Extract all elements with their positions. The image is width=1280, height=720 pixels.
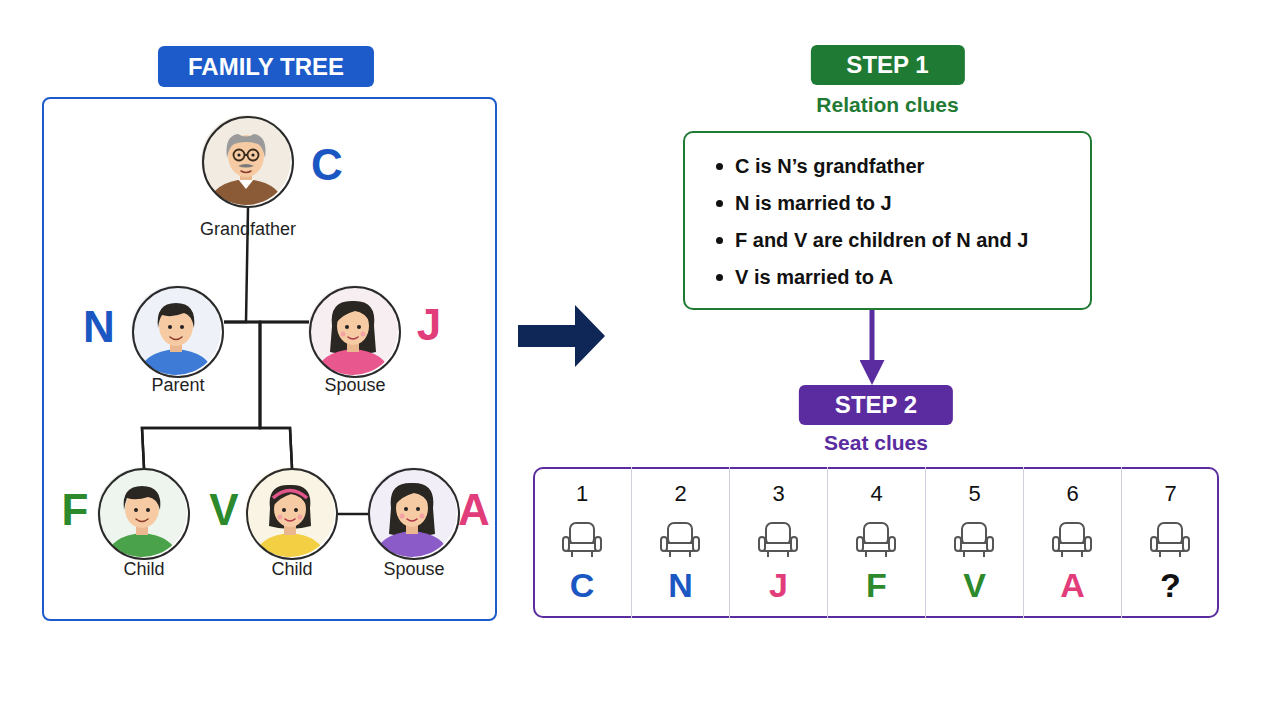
person-letter: C bbox=[311, 140, 343, 190]
person-circle: NParent bbox=[132, 286, 224, 378]
role-label: Child bbox=[123, 558, 164, 580]
seat-cell: 1C bbox=[533, 467, 631, 618]
role-label: Grandfather bbox=[200, 218, 296, 240]
circle-outline bbox=[310, 287, 400, 377]
person-letter: V bbox=[209, 485, 238, 535]
step-badge: STEP 1 bbox=[810, 45, 964, 85]
person-circle: ASpouse bbox=[368, 468, 460, 560]
clue-text: F and V are children of N and J bbox=[715, 222, 1028, 259]
panel-heading: FAMILY TREE bbox=[158, 46, 374, 87]
clue-box: STEP 2Seat clues1C2N3J4F5V6A7? bbox=[533, 385, 1219, 618]
clue-text: V is married to A bbox=[715, 259, 893, 296]
step-subtitle: Seat clues bbox=[824, 430, 928, 456]
role-label: Parent bbox=[151, 374, 204, 396]
seat-letter: ? bbox=[1160, 565, 1181, 605]
clue-box: STEP 1 Relation clues C is N’s grandfather… bbox=[683, 45, 1092, 310]
clue-text: C is N’s grandfather bbox=[715, 148, 924, 185]
seat-number: 4 bbox=[870, 481, 882, 507]
seat-number: 1 bbox=[576, 481, 588, 507]
clue-list: C is N’s grandfatherN is married to JF a… bbox=[685, 133, 1090, 296]
circle-outline bbox=[247, 469, 337, 559]
role-label: Spouse bbox=[324, 374, 385, 396]
seat-letter: V bbox=[963, 565, 986, 605]
family-line bbox=[142, 322, 309, 468]
person-letter: A bbox=[458, 485, 490, 535]
person-circle: CGrandfather bbox=[202, 116, 294, 208]
seat-number: 6 bbox=[1066, 481, 1078, 507]
circle-outline bbox=[246, 468, 338, 560]
seat-letter: N bbox=[668, 565, 693, 605]
person-letter: N bbox=[83, 302, 115, 352]
step-badge: STEP 2 bbox=[799, 385, 953, 425]
circle-outline bbox=[133, 287, 223, 377]
circle-outline bbox=[368, 468, 460, 560]
flow-arrow bbox=[518, 305, 605, 367]
clue-box-outline: C is N’s grandfatherN is married to JF a… bbox=[683, 131, 1092, 310]
flow-arrow bbox=[870, 310, 875, 377]
seat-icons bbox=[563, 523, 1189, 557]
circle-outline bbox=[369, 469, 459, 559]
family-line bbox=[224, 322, 292, 468]
role-label: Child bbox=[271, 558, 312, 580]
role-label: Spouse bbox=[383, 558, 444, 580]
person-circle: VChild bbox=[246, 468, 338, 560]
seat-cell: 7? bbox=[1121, 467, 1219, 618]
family-tree-panel: FAMILY TREECGrandfatherNParentJSpouseFCh… bbox=[42, 97, 497, 621]
circle-outline bbox=[203, 117, 293, 207]
seat-cell: 6A bbox=[1023, 467, 1121, 618]
seat-cell: 3J bbox=[729, 467, 827, 618]
family-line bbox=[338, 513, 368, 516]
circle-outline bbox=[202, 116, 294, 208]
seat-letter: A bbox=[1060, 565, 1085, 605]
seat-letter: J bbox=[769, 565, 788, 605]
family-line bbox=[260, 322, 309, 468]
clue-text: N is married to J bbox=[715, 185, 892, 222]
seat-number: 2 bbox=[674, 481, 686, 507]
seat-letter: F bbox=[866, 565, 887, 605]
seat-cell: 2N bbox=[631, 467, 729, 618]
seat-number: 3 bbox=[772, 481, 784, 507]
circle-outline bbox=[309, 286, 401, 378]
person-letter: J bbox=[417, 300, 441, 350]
family-line bbox=[142, 322, 260, 468]
seat-number: 7 bbox=[1164, 481, 1176, 507]
circle-outline bbox=[98, 468, 190, 560]
circle-outline bbox=[132, 286, 224, 378]
seat-cell: 4F bbox=[827, 467, 925, 618]
seat-cell: 5V bbox=[925, 467, 1023, 618]
step-subtitle: Relation clues bbox=[816, 92, 958, 118]
seat-letter: C bbox=[570, 565, 595, 605]
person-letter: F bbox=[62, 485, 89, 535]
person-circle: FChild bbox=[98, 468, 190, 560]
seat-number: 5 bbox=[968, 481, 980, 507]
circle-outline bbox=[99, 469, 189, 559]
person-circle: JSpouse bbox=[309, 286, 401, 378]
